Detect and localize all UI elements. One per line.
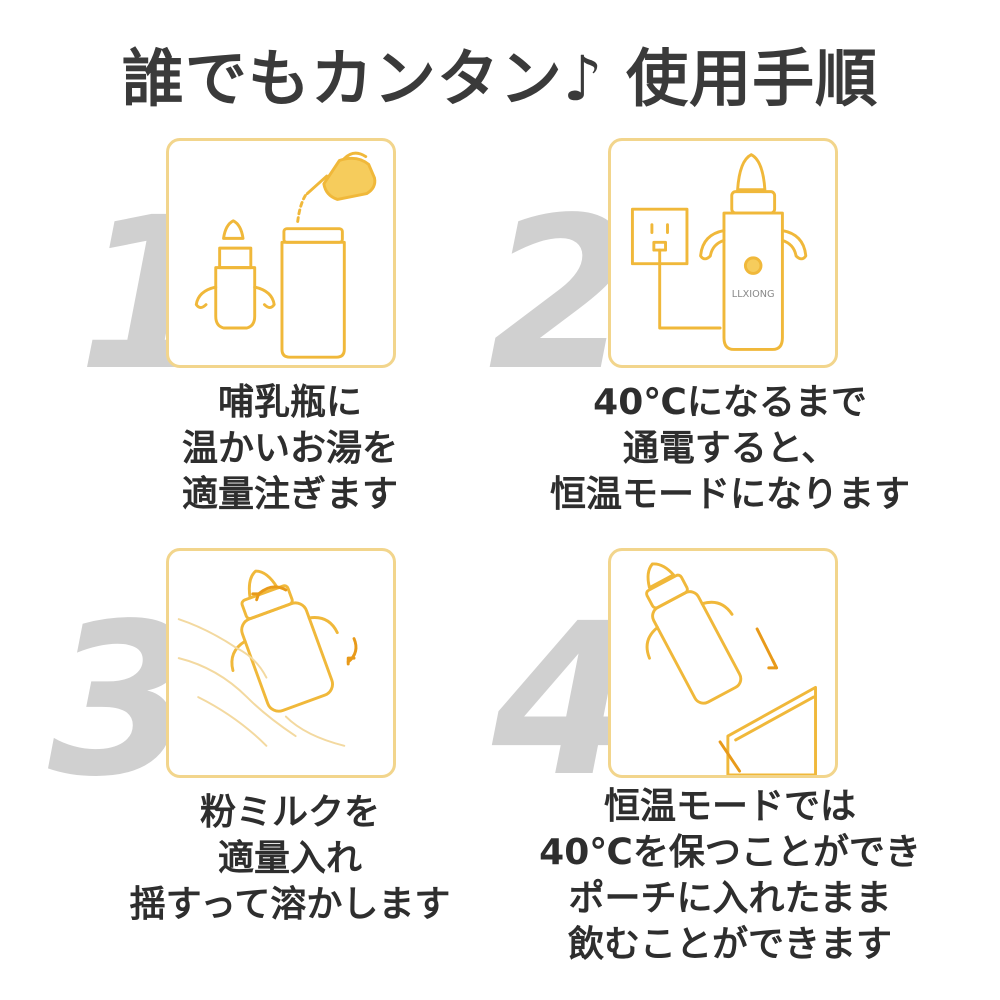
step-3-caption: 粉ミルクを 適量入れ 揺すって溶かします xyxy=(90,790,490,928)
caption-line: 哺乳瓶に xyxy=(217,382,362,423)
rotate-arrow-icon xyxy=(257,585,288,596)
rotate-arrow-icon xyxy=(346,637,358,664)
cable-icon xyxy=(658,248,722,330)
caption-line: ポーチに入れたまま xyxy=(568,878,892,919)
step-2-illustration: LLXIONG xyxy=(608,138,838,368)
caption-line: 粉ミルクを xyxy=(199,792,380,833)
step-1-illustration xyxy=(166,138,396,368)
page-title: 誰でもカンタン♪ 使用手順 xyxy=(121,42,879,115)
baby-bottle-icon xyxy=(699,153,808,351)
step-2-caption: 40℃になるまで 通電すると、 恒温モードになります xyxy=(510,380,950,518)
caption-line: 恒温モードになります xyxy=(549,474,910,515)
caption-line: 適量注ぎます xyxy=(181,474,398,515)
baby-bottle-icon xyxy=(645,562,743,705)
charging-illustration: LLXIONG xyxy=(630,153,808,351)
pour-water-illustration xyxy=(194,151,377,359)
hands-icon xyxy=(177,618,346,747)
shake-bottle-illustration xyxy=(177,569,358,747)
baby-bottle-icon xyxy=(194,219,276,330)
caption-line: 揺すって溶かします xyxy=(129,884,451,925)
brand-label: LLXIONG xyxy=(732,289,775,300)
step-4-caption: 恒温モードでは 40℃を保つことができ ポーチに入れたまま 飲むことができます xyxy=(510,784,950,968)
step-3-illustration xyxy=(166,548,396,778)
caption-line: 飲むことができます xyxy=(567,924,892,965)
caption-line: 40℃になるまで xyxy=(593,382,867,423)
pouch-insert-illustration xyxy=(645,562,817,775)
thermos-icon xyxy=(280,227,346,359)
step-1-caption: 哺乳瓶に 温かいお湯を 適量注ぎます xyxy=(130,380,450,518)
kettle-icon xyxy=(305,151,377,201)
caption-line: 適量入れ xyxy=(217,838,362,879)
caption-line: 40℃を保つことができ xyxy=(539,832,921,873)
caption-line: 温かいお湯を xyxy=(181,428,398,469)
baby-bottle-icon xyxy=(230,569,339,713)
pouch-icon xyxy=(726,685,817,775)
caption-line: 通電すると、 xyxy=(622,428,838,469)
step-4-illustration xyxy=(608,548,838,778)
caption-line: 恒温モードでは xyxy=(603,786,856,827)
